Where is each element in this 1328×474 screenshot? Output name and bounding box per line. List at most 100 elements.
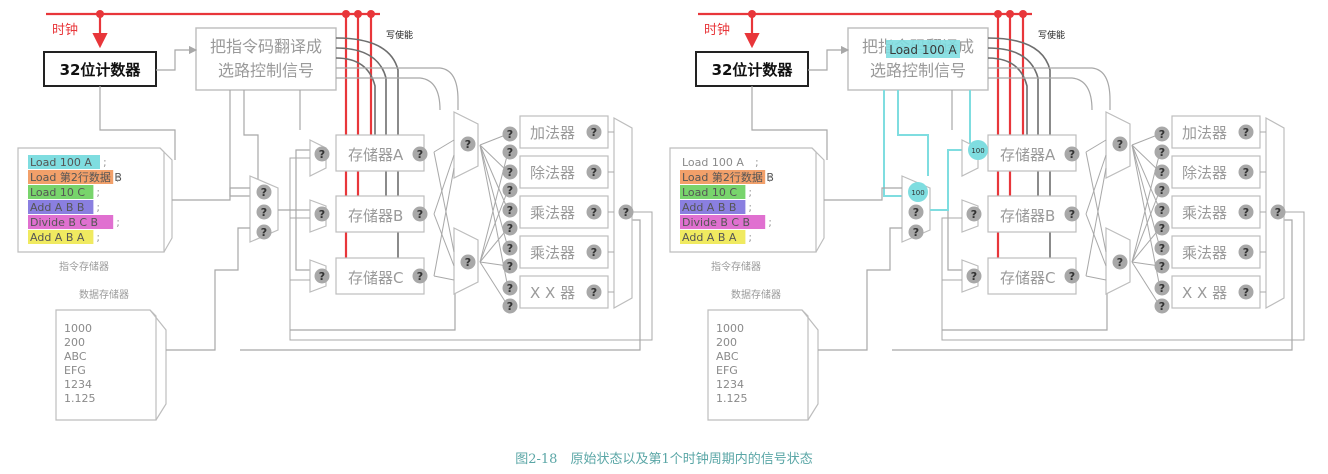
register-b-label: 存储器B bbox=[1000, 207, 1055, 225]
unknown-marker-dot bbox=[1238, 124, 1254, 140]
instruction-highlight bbox=[680, 230, 746, 244]
unknown-marker-text: ? bbox=[417, 208, 423, 221]
decoder-line2: 选路控制信号 bbox=[870, 61, 966, 80]
svg-text:100: 100 bbox=[911, 189, 924, 197]
decoder-line2: 选路控制信号 bbox=[218, 61, 314, 80]
instruction-separator: ; bbox=[96, 186, 100, 199]
data-value: ABC bbox=[716, 350, 739, 363]
unknown-marker-text: ? bbox=[261, 186, 267, 199]
unknown-marker-dot bbox=[1238, 284, 1254, 300]
unknown-marker-text: ? bbox=[1159, 128, 1165, 141]
unknown-marker-dot bbox=[586, 124, 602, 140]
data-value: EFG bbox=[716, 364, 738, 377]
data-value: ABC bbox=[64, 350, 87, 363]
unknown-marker-dot bbox=[502, 182, 518, 198]
unknown-marker-dot bbox=[966, 268, 982, 284]
unknown-marker-dot bbox=[1064, 268, 1080, 284]
unknown-marker-text: ? bbox=[591, 246, 597, 259]
data-value: 1234 bbox=[716, 378, 744, 391]
unknown-marker-text: ? bbox=[1275, 206, 1281, 219]
instruction-separator: ; bbox=[116, 216, 120, 229]
unknown-marker-dot bbox=[256, 184, 272, 200]
unknown-marker-dot bbox=[1112, 254, 1128, 270]
unknown-marker-text: ? bbox=[1069, 270, 1075, 283]
unknown-marker-text: ? bbox=[591, 166, 597, 179]
decoder-overlay-bg bbox=[886, 40, 960, 58]
unknown-marker-text: ? bbox=[591, 126, 597, 139]
data-value: 200 bbox=[64, 336, 85, 349]
unknown-marker-dot bbox=[1112, 136, 1128, 152]
instruction-separator: ; bbox=[748, 201, 752, 214]
unknown-marker-text: ? bbox=[1159, 242, 1165, 255]
unknown-marker-dot bbox=[314, 206, 330, 222]
unknown-marker-text: ? bbox=[913, 206, 919, 219]
unknown-marker-text: ? bbox=[1159, 300, 1165, 313]
decoder-box bbox=[195, 27, 337, 91]
instruction-item: Add A B B bbox=[30, 201, 84, 214]
instruction-item: Load 10 C bbox=[682, 186, 737, 199]
unknown-signal-markers: ????????????????????????? bbox=[908, 124, 1286, 314]
value-badge-register-a: 100 bbox=[968, 140, 988, 160]
alu-mul2-label: 乘法器 bbox=[530, 244, 575, 262]
unknown-marker-dot bbox=[1154, 240, 1170, 256]
instruction-item: Divide B C B bbox=[30, 216, 98, 229]
unknown-marker-text: ? bbox=[1159, 260, 1165, 273]
instruction-separator: ; bbox=[768, 216, 772, 229]
unknown-marker-dot bbox=[314, 146, 330, 162]
decoder-line1: 把指令码翻译成 bbox=[210, 37, 322, 56]
unknown-marker-dot bbox=[1270, 204, 1286, 220]
unknown-marker-text: ? bbox=[507, 204, 513, 217]
unknown-marker-text: ? bbox=[971, 208, 977, 221]
unknown-marker-text: ? bbox=[1243, 126, 1249, 139]
unknown-marker-dot bbox=[1154, 144, 1170, 160]
unknown-marker-text: ? bbox=[507, 260, 513, 273]
counter-box bbox=[695, 51, 809, 87]
unknown-marker-dot bbox=[1238, 204, 1254, 220]
instruction-separator: ; bbox=[768, 171, 772, 184]
unknown-marker-dot bbox=[1064, 206, 1080, 222]
instruction-item: Add A B A bbox=[682, 231, 737, 244]
unknown-marker-text: ? bbox=[1243, 166, 1249, 179]
unknown-marker-text: ? bbox=[1243, 206, 1249, 219]
unknown-marker-text: ? bbox=[1243, 286, 1249, 299]
unknown-marker-dot bbox=[256, 204, 272, 220]
unknown-marker-dot bbox=[586, 204, 602, 220]
unknown-marker-dot bbox=[586, 164, 602, 180]
instruction-separator: ; bbox=[96, 201, 100, 214]
instruction-item: Add A B A bbox=[30, 231, 85, 244]
unknown-marker-text: ? bbox=[319, 148, 325, 161]
unknown-marker-dot bbox=[1154, 164, 1170, 180]
unknown-marker-dot bbox=[1154, 298, 1170, 314]
unknown-signal-markers: ??????????????????????????? bbox=[256, 124, 634, 314]
figure-caption: 图2-18 原始状态以及第1个时钟周期内的信号状态 bbox=[515, 451, 812, 467]
instruction-item: Load 100 A bbox=[682, 156, 744, 169]
unknown-marker-text: ? bbox=[261, 206, 267, 219]
unknown-marker-text: ? bbox=[319, 270, 325, 283]
unknown-marker-text: ? bbox=[1069, 148, 1075, 161]
unknown-marker-text: ? bbox=[417, 148, 423, 161]
alu-xx-label: X X 器 bbox=[1182, 284, 1227, 302]
instruction-item: Load 10 C bbox=[30, 186, 85, 199]
unknown-marker-text: ? bbox=[913, 226, 919, 239]
instruction-separator: ; bbox=[748, 186, 752, 199]
instruction-separator: ; bbox=[103, 156, 107, 169]
instruction-highlight bbox=[28, 215, 114, 229]
unknown-marker-text: ? bbox=[465, 256, 471, 269]
alu-add-label: 加法器 bbox=[530, 124, 575, 142]
unknown-marker-dot bbox=[1154, 126, 1170, 142]
active-data-path bbox=[930, 149, 962, 211]
decoder-box bbox=[847, 27, 989, 91]
unknown-marker-dot bbox=[502, 164, 518, 180]
register-a-label: 存储器A bbox=[348, 146, 404, 164]
unknown-marker-dot bbox=[908, 224, 924, 240]
register-b-label: 存储器B bbox=[348, 207, 403, 225]
alu-mul2-label: 乘法器 bbox=[1182, 244, 1227, 262]
alu-div-label: 除法器 bbox=[1182, 164, 1227, 182]
write-enable-label: 写使能 bbox=[1038, 29, 1065, 41]
unknown-marker-text: ? bbox=[1117, 138, 1123, 151]
clock-label: 时钟 bbox=[52, 22, 78, 38]
unknown-marker-text: ? bbox=[507, 184, 513, 197]
unknown-marker-dot bbox=[1238, 244, 1254, 260]
